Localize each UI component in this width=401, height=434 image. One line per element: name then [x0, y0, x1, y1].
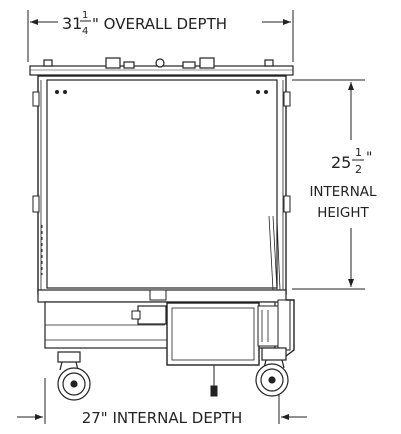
caster-right: [255, 347, 289, 397]
internal-height-label-line2: HEIGHT: [317, 205, 369, 221]
overall-depth-label: " OVERALL DEPTH: [92, 15, 227, 33]
overall-depth-fraction-numerator: 1: [82, 10, 88, 21]
power-cord: [210, 365, 218, 397]
refrigeration-unit: [131, 299, 291, 366]
overall-depth-fraction-denominator: 4: [82, 26, 88, 37]
overall-depth-whole: 31: [62, 14, 82, 33]
caster-left: [57, 351, 91, 401]
internal-height-fraction-numerator: 1: [355, 146, 362, 159]
internal-height-whole: 25: [331, 153, 351, 172]
cabinet-top-rail: [29, 57, 294, 80]
panel-fasteners: [55, 90, 268, 94]
internal-height-label-line1: INTERNAL: [309, 184, 377, 200]
internal-height-fraction-denominator: 2: [355, 163, 362, 176]
side-hardware-right: [268, 91, 291, 291]
internal-height-inch-mark: ": [366, 150, 372, 166]
push-handle: [285, 299, 295, 357]
internal-height-dimension: [292, 79, 365, 290]
internal-depth-dimension: [17, 378, 307, 424]
side-hardware-left: [32, 91, 43, 275]
internal-depth-label: 27" INTERNAL DEPTH: [82, 409, 243, 427]
overall-depth-dimension: [27, 10, 294, 62]
cabinet-side-panel: [37, 75, 287, 295]
